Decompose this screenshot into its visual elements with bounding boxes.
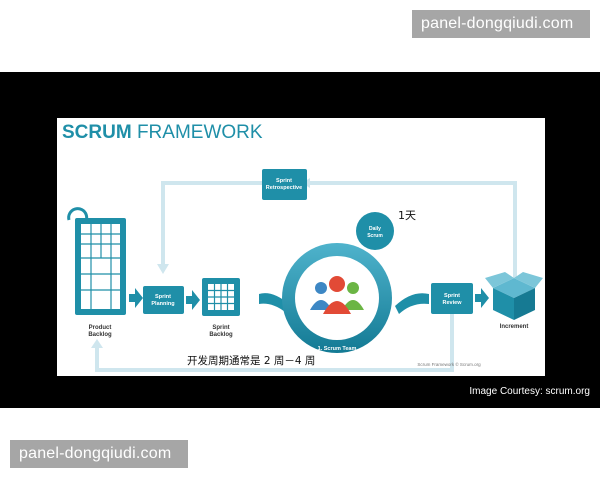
sprint-review-label-2: Review: [443, 300, 463, 306]
sprint-backlog-icon: [202, 278, 240, 316]
arrow-backlog-to-planning: [129, 288, 143, 308]
daily-note: 1天: [398, 209, 416, 222]
cycle-note: 开发周期通常是 2 周－4 周: [187, 354, 315, 367]
increment-label: Increment: [500, 324, 529, 330]
scrum-team-people-icon: [310, 276, 364, 314]
sprint-retrospective-label-2: Retrospective: [266, 185, 302, 191]
daily-scrum-label-2: Scrum: [367, 233, 383, 239]
copyright-credit: Scrum Framework © Scrum.org: [417, 361, 481, 367]
product-backlog-icon: [75, 218, 126, 315]
daily-scrum-label-1: Daily: [369, 226, 381, 232]
arrow-planning-to-sprint-backlog: [186, 290, 200, 310]
sprint-cycle-inner: [295, 256, 379, 340]
sprint-review-box: [431, 283, 473, 314]
diagram-title: SCRUM FRAMEWORK: [62, 122, 263, 143]
diagram-canvas: SCRUM FRAMEWORK P: [62, 122, 543, 372]
sprint-backlog-label-1: Sprint: [212, 325, 229, 331]
sprint-review-label-1: Sprint: [444, 293, 460, 299]
product-backlog-label-1: Product: [89, 325, 112, 331]
sprint-planning-box: [143, 286, 184, 314]
product-backlog-label-2: Backlog: [88, 332, 112, 338]
sprint-retrospective-box: [262, 169, 307, 200]
arrow-to-product-backlog: [91, 339, 103, 348]
scrum-framework-diagram: SCRUM FRAMEWORK P: [57, 118, 545, 376]
sprint-retrospective-label-1: Sprint: [276, 178, 292, 184]
watermark-top: panel-dongqiudi.com: [412, 10, 590, 38]
watermark-bottom: panel-dongqiudi.com: [10, 440, 188, 468]
increment-box-icon: [485, 272, 543, 320]
feedback-loop-arrows: [95, 181, 517, 372]
daily-scrum-circle: [356, 212, 394, 250]
sprint-planning-label-1: Sprint: [155, 294, 171, 300]
scrum-team-label: 1. Scrum Team: [318, 346, 357, 352]
arrow-out-of-sprint: [395, 293, 429, 314]
arrow-review-to-increment: [475, 288, 489, 308]
image-courtesy: Image Courtesy: scrum.org: [469, 386, 590, 397]
sprint-planning-label-2: Planning: [151, 301, 174, 307]
arrow-to-planning: [157, 264, 169, 274]
arrow-into-sprint: [259, 293, 289, 312]
sprint-backlog-label-2: Backlog: [209, 332, 233, 338]
